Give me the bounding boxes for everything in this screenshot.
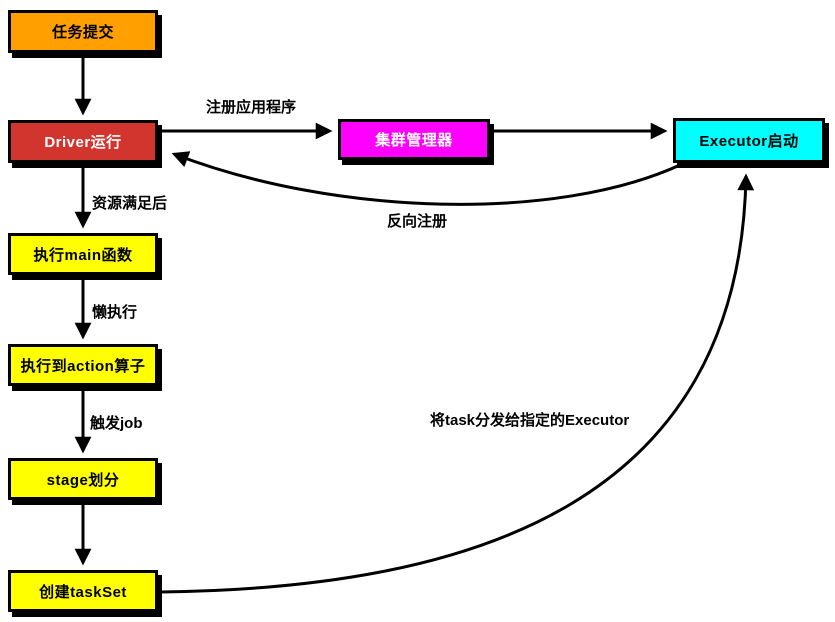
node-exec-main-func: 执行main函数 [8, 233, 158, 275]
edge-label-register-app: 注册应用程序 [206, 99, 297, 116]
node-task-submit: 任务提交 [8, 10, 158, 53]
node-driver-run: Driver运行 [8, 120, 158, 163]
edge-label-dispatch-task: 将task分发给指定的Executor [430, 412, 630, 429]
node-stage-split: stage划分 [8, 458, 158, 500]
node-cluster-manager: 集群管理器 [338, 119, 490, 160]
node-executor-start: Executor启动 [673, 118, 825, 163]
edge-label-resources-ready: 资源满足后 [92, 195, 168, 212]
edge-create-taskset-to-executor-dispatch [160, 173, 755, 594]
edge-label-lazy-exec: 懒执行 [92, 304, 138, 321]
node-exec-action-operator: 执行到action算子 [8, 344, 158, 386]
node-create-taskset: 创建taskSet [8, 570, 158, 612]
edge-label-reverse-register: 反向注册 [387, 213, 448, 230]
edge-label-trigger-job: 触发job [90, 415, 143, 432]
edge-executor-to-driver-reverse-register [171, 151, 681, 206]
